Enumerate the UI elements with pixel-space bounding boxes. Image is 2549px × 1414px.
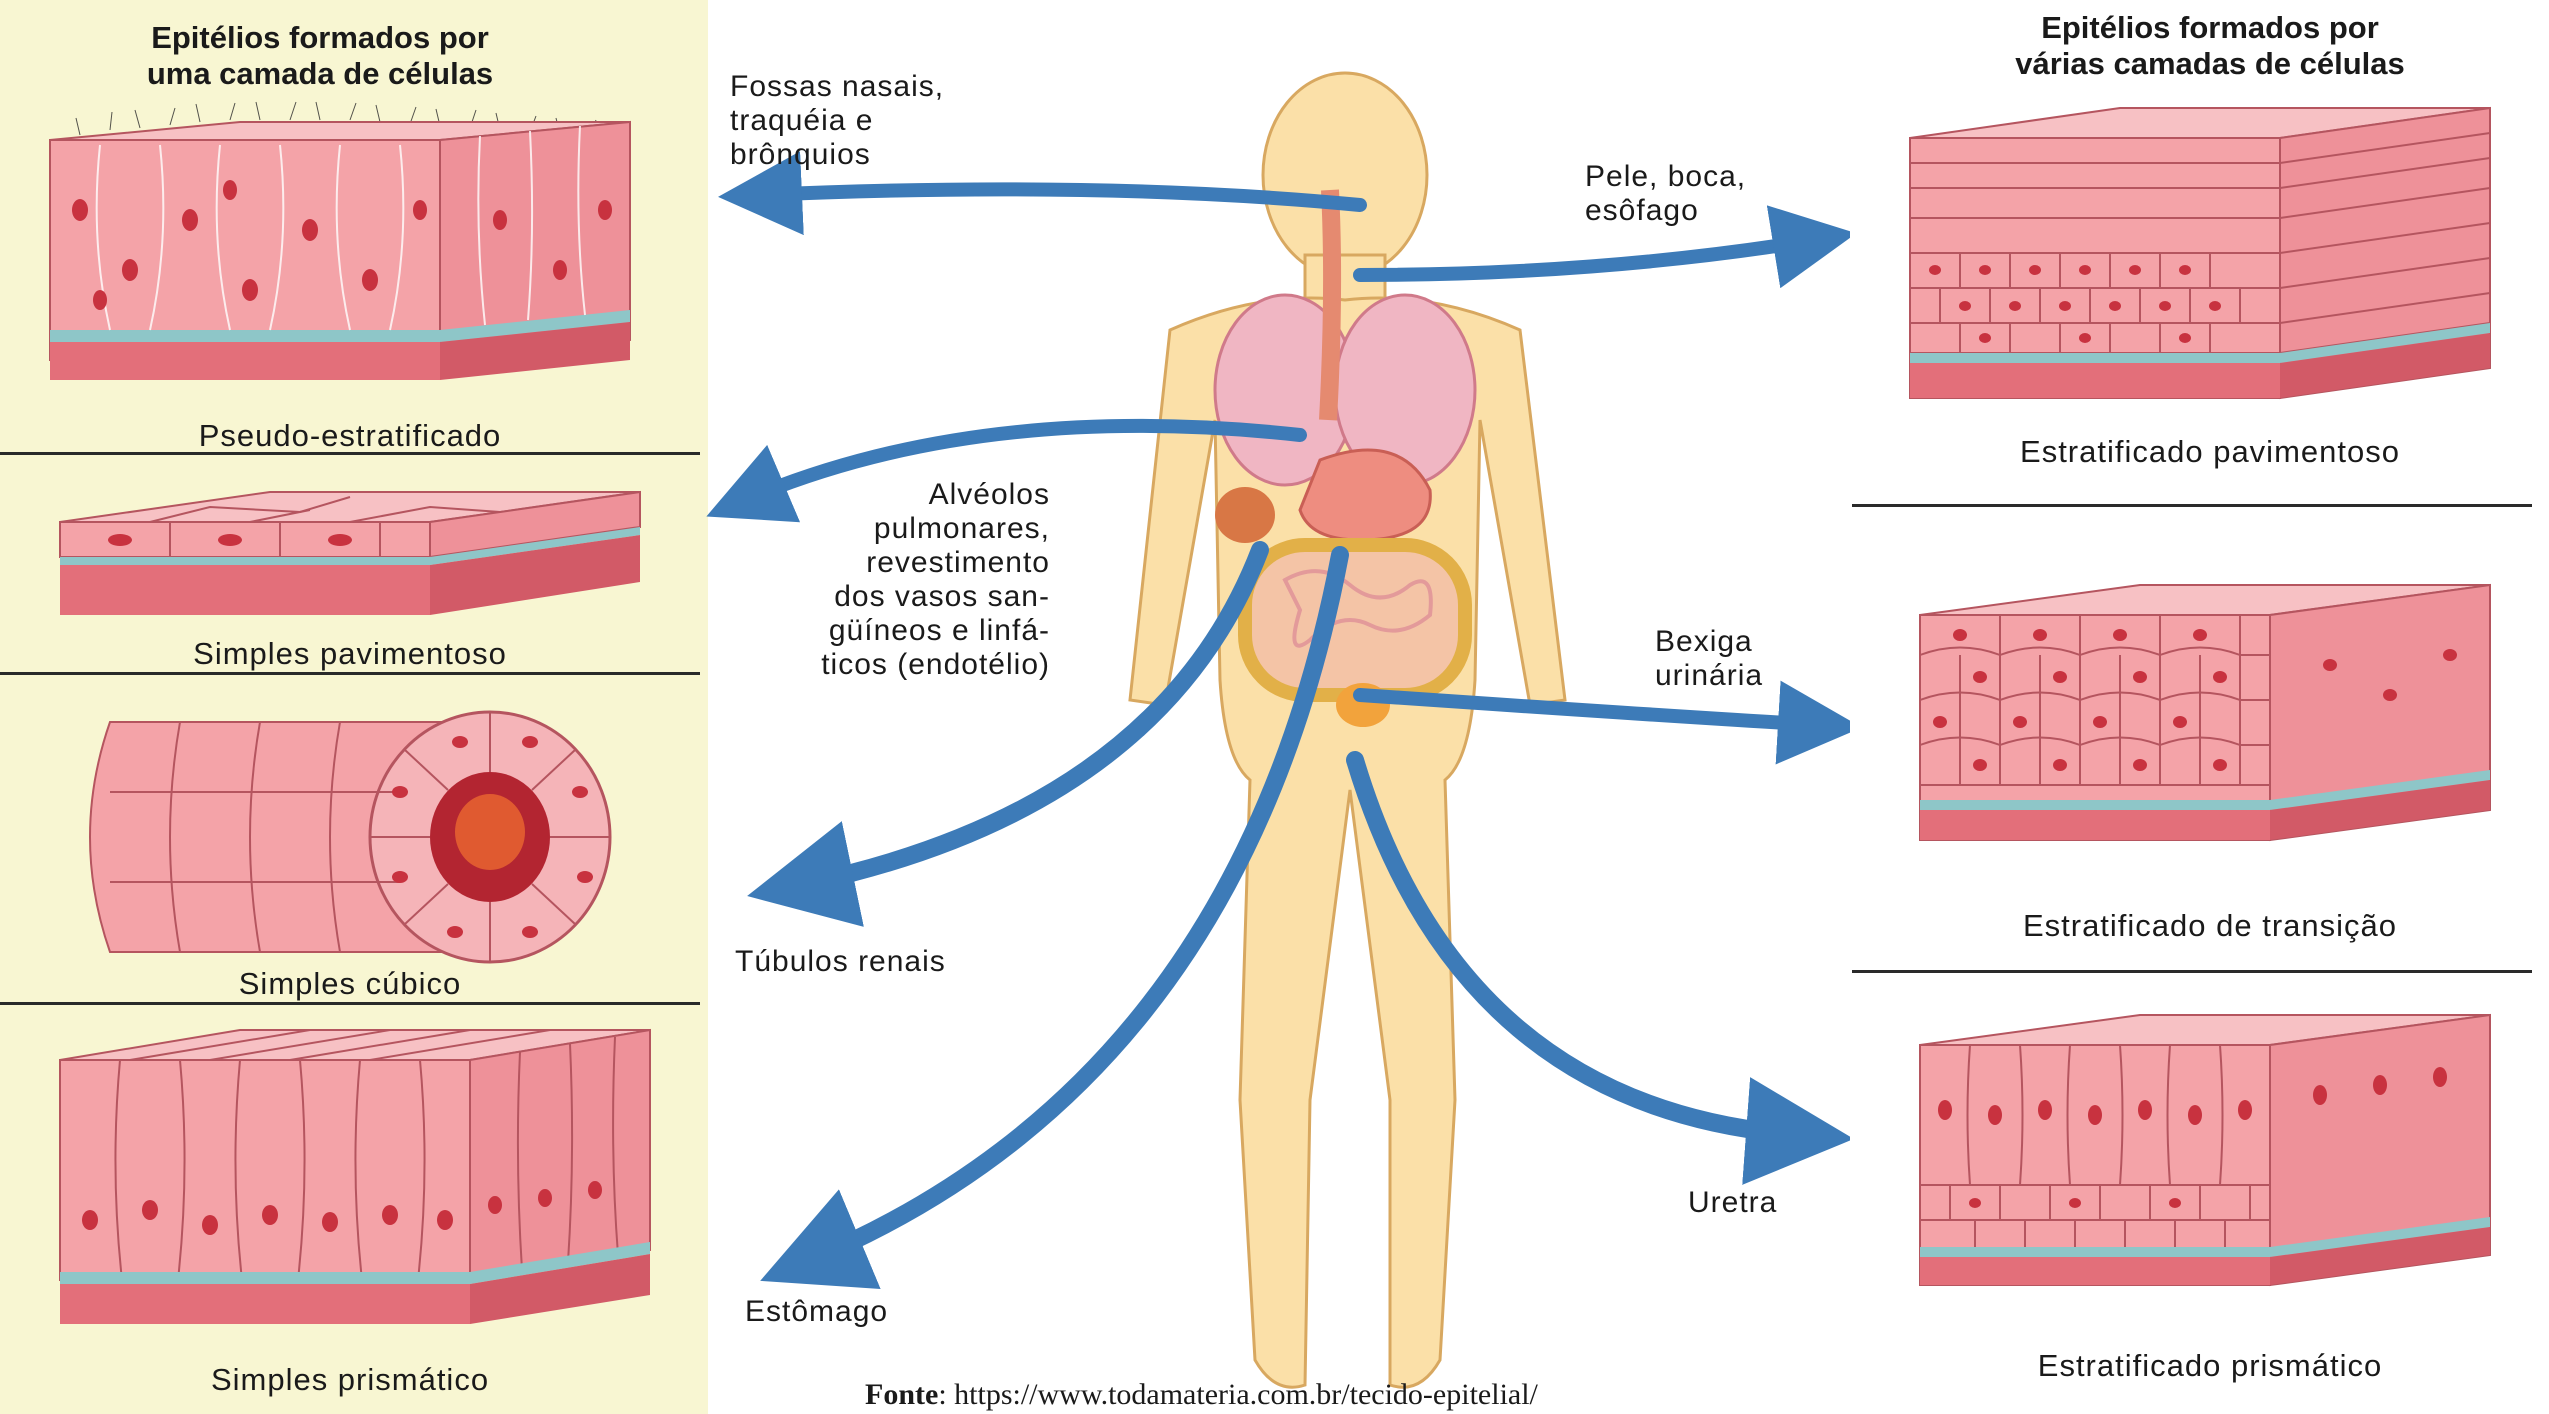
label-fossas: Fossas nasais, traquéia e brônquios (730, 70, 944, 172)
label-tubulos: Túbulos renais (735, 945, 946, 979)
stomach (1300, 450, 1430, 540)
transitional-illustration (1910, 555, 2500, 865)
source-line: Fonte: https://www.todamateria.com.br/te… (865, 1378, 1538, 1412)
stratified-columnar-illustration (1910, 985, 2510, 1315)
caption-simple-cuboidal: Simples cúbico (120, 966, 580, 1002)
source-colon: : (938, 1378, 954, 1411)
label-fossas-3: brônquios (730, 138, 944, 172)
label-bexiga-1: Bexiga (1655, 625, 1763, 659)
stratified-squamous-illustration (1900, 68, 2500, 408)
label-alveolos-3: revestimento (720, 546, 1050, 580)
label-alveolos-1: Alvéolos (720, 478, 1050, 512)
simple-columnar-illustration (50, 1010, 670, 1350)
label-pele-2: esôfago (1585, 194, 1746, 228)
label-alveolos-4: dos vasos san- (720, 580, 1050, 614)
label-estomago: Estômago (745, 1295, 888, 1329)
arrow-pele (1360, 240, 1815, 275)
simple-cuboidal-illustration (60, 682, 660, 972)
caption-transitional: Estratificado de transição (1900, 908, 2520, 944)
separator-3 (0, 1002, 700, 1005)
source-label: Fonte (865, 1378, 938, 1411)
label-pele: Pele, boca, esôfago (1585, 160, 1746, 228)
left-panel-header: Epitélios formados por uma camada de cél… (60, 20, 580, 92)
caption-pseudostratified: Pseudo-estratificado (120, 418, 580, 454)
left-header-line-2: uma camada de células (60, 56, 580, 92)
caption-simple-squamous: Simples pavimentoso (120, 636, 580, 672)
separator-r2 (1852, 970, 2532, 973)
caption-stratified-squamous: Estratificado pavimentoso (1900, 434, 2520, 470)
caption-stratified-columnar: Estratificado prismático (1900, 1348, 2520, 1384)
label-fossas-1: Fossas nasais, (730, 70, 944, 104)
esophagus (1328, 190, 1332, 420)
arrow-fossas (760, 189, 1360, 205)
right-header-line-1: Epitélios formados por (1900, 10, 2520, 46)
simple-squamous-illustration (50, 462, 650, 642)
liver (1215, 487, 1275, 543)
label-alveolos-5: güíneos e linfá- (720, 614, 1050, 648)
label-alveolos: Alvéolos pulmonares, revestimento dos va… (720, 478, 1050, 682)
label-alveolos-6: ticos (endotélio) (720, 648, 1050, 682)
label-fossas-2: traquéia e (730, 104, 944, 138)
separator-r1 (1852, 504, 2532, 507)
label-pele-1: Pele, boca, (1585, 160, 1746, 194)
left-header-line-1: Epitélios formados por (60, 20, 580, 56)
label-bexiga-2: urinária (1655, 659, 1763, 693)
source-url: https://www.todamateria.com.br/tecido-ep… (954, 1378, 1538, 1411)
separator-1 (0, 452, 700, 455)
caption-simple-columnar: Simples prismático (120, 1362, 580, 1398)
label-uretra: Uretra (1688, 1186, 1777, 1220)
label-alveolos-2: pulmonares, (720, 512, 1050, 546)
pseudostratified-tissue-illustration (40, 100, 660, 420)
separator-2 (0, 672, 700, 675)
label-bexiga: Bexiga urinária (1655, 625, 1763, 693)
